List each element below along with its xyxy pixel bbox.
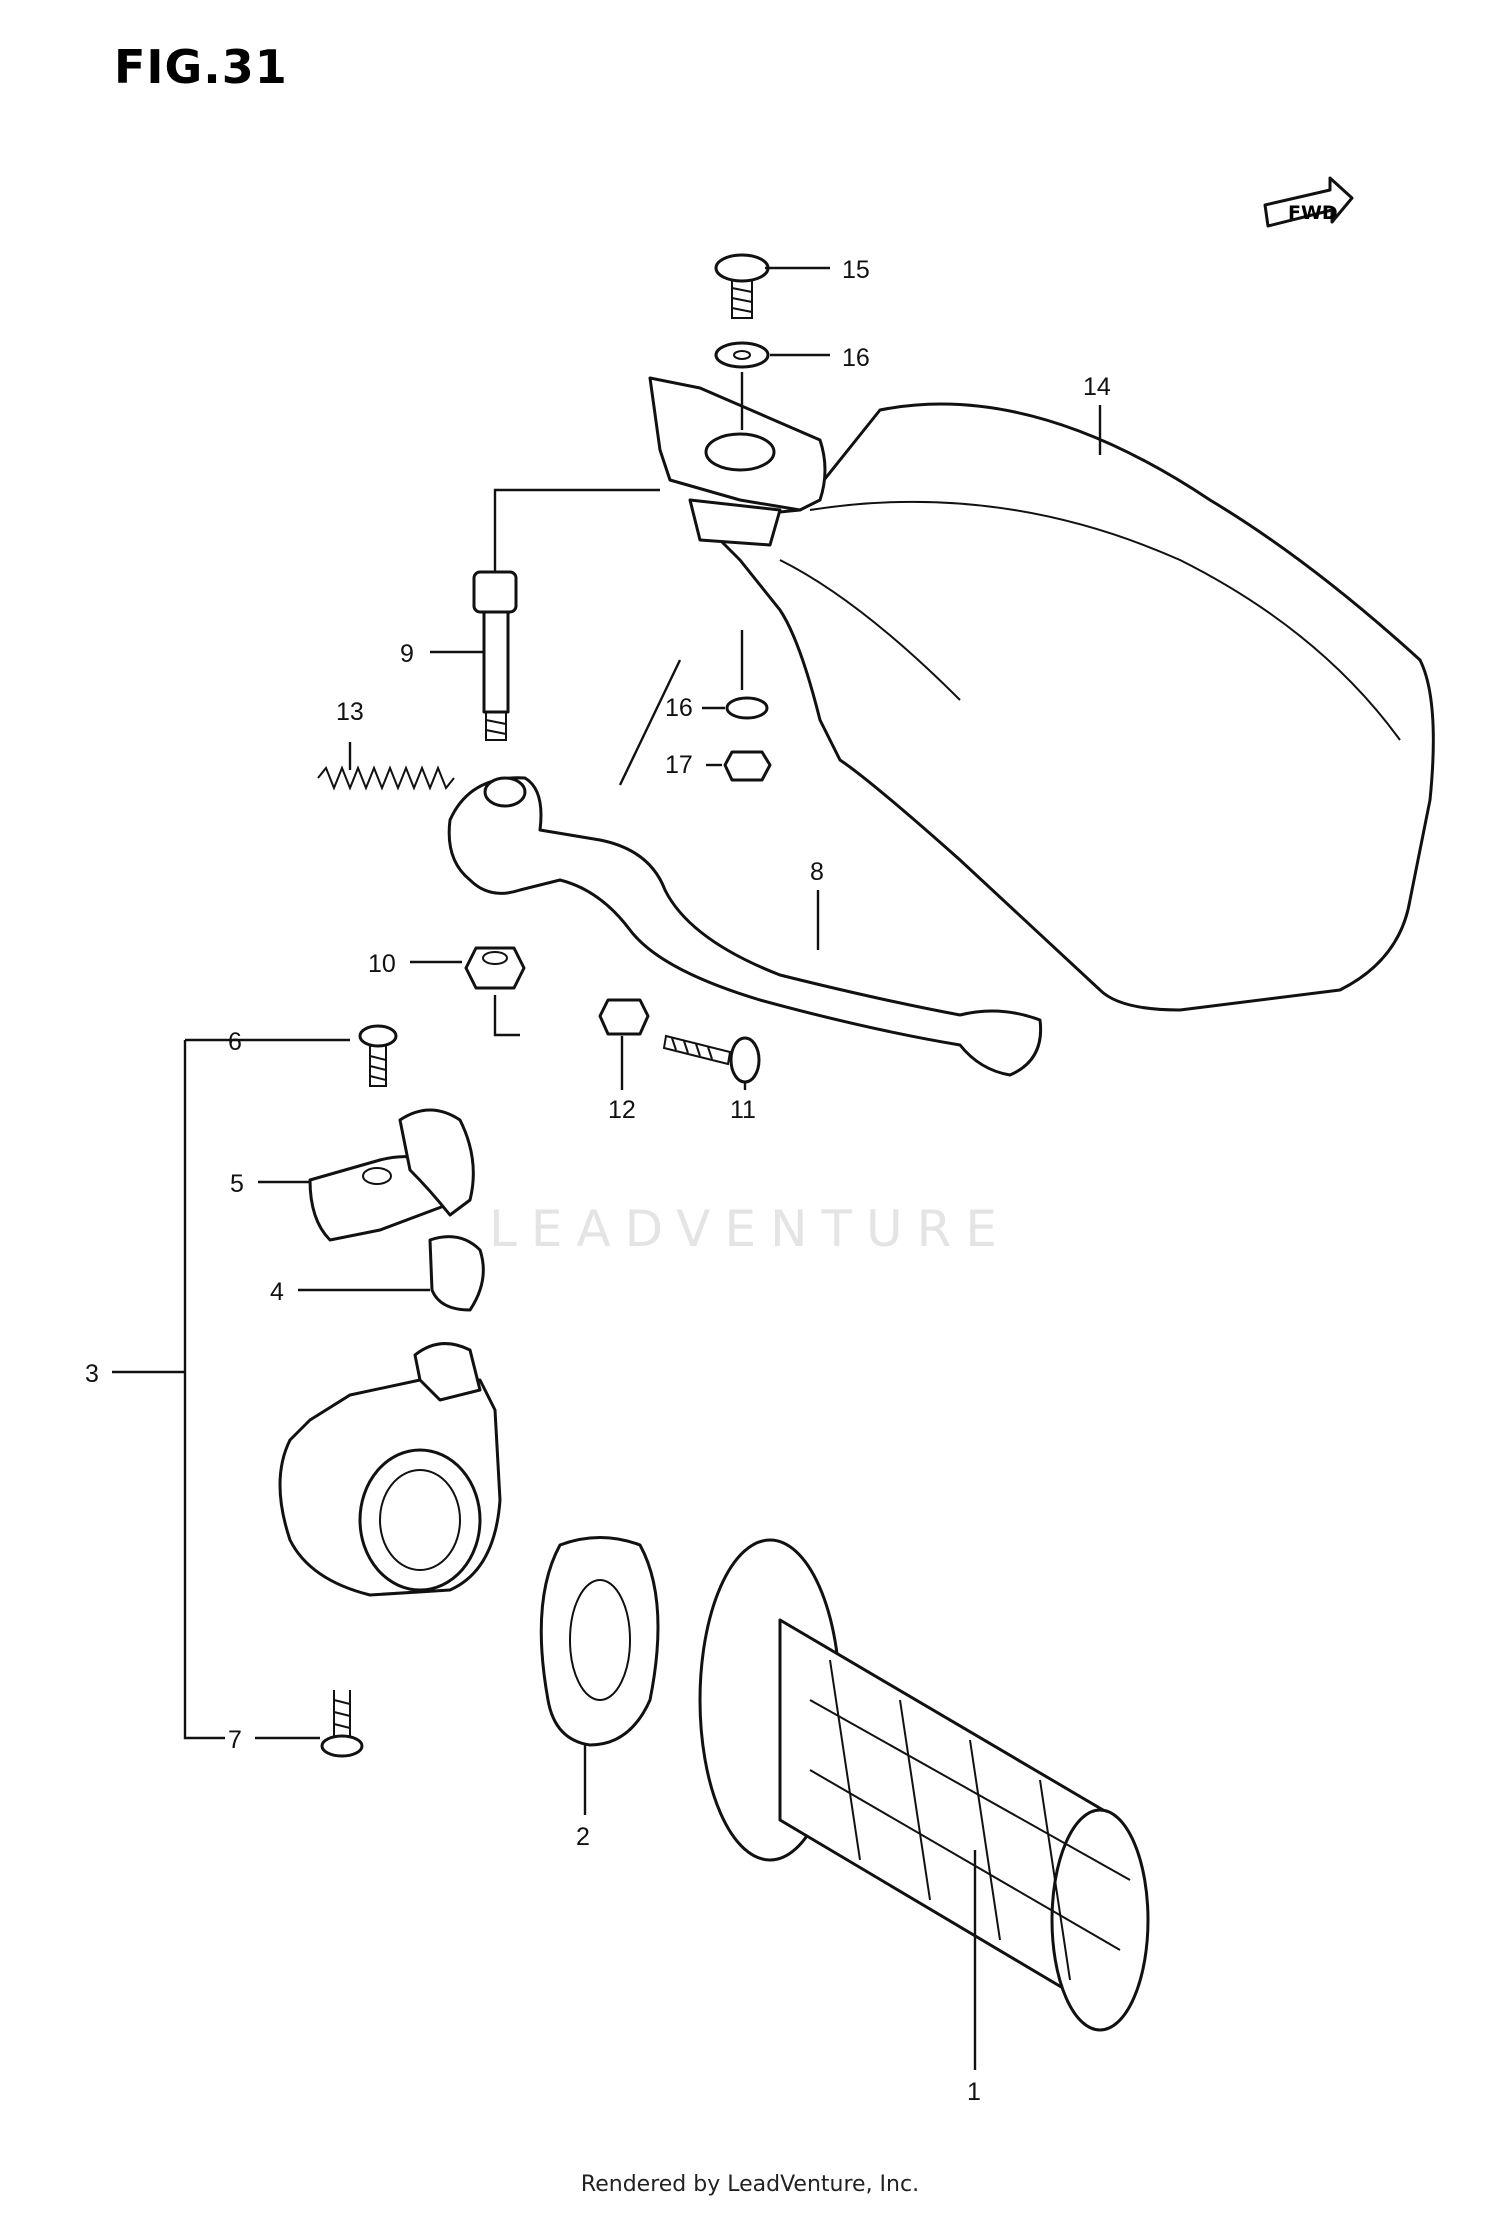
- nut-17-part: [723, 750, 772, 782]
- watermark-text: LEADVENTURE: [489, 1200, 1011, 1258]
- washer-16-top-part: [714, 341, 770, 369]
- mount-bracket-part: [648, 376, 827, 547]
- nut-10-part: [464, 946, 526, 990]
- callout-1: 1: [967, 2078, 981, 2106]
- callout-9: 9: [400, 640, 414, 668]
- callout-17: 17: [665, 751, 693, 779]
- callout-10: 10: [368, 950, 396, 978]
- forward-arrow-icon: FWD: [1263, 176, 1354, 228]
- washer-16-lower-part: [725, 696, 769, 720]
- callout-16-top: 16: [842, 344, 870, 372]
- callout-13: 13: [336, 698, 364, 726]
- callout-12: 12: [608, 1096, 636, 1124]
- callout-3: 3: [85, 1360, 99, 1388]
- callout-6: 6: [228, 1028, 242, 1056]
- grip-1-part: [698, 1538, 1150, 2032]
- clutch-lever-part: [447, 776, 1043, 1077]
- callout-4: 4: [270, 1278, 284, 1306]
- handguard-part: [698, 402, 1435, 1012]
- callout-7: 7: [228, 1726, 242, 1754]
- screw-6-part: [358, 1024, 398, 1087]
- clip-4-part: [428, 1235, 485, 1312]
- screw-15-part: [714, 253, 770, 319]
- leader-lines: [112, 266, 1102, 2070]
- callout-14: 14: [1083, 373, 1111, 401]
- callout-5: 5: [230, 1170, 244, 1198]
- forward-label: FWD: [1288, 202, 1338, 224]
- callout-16-lower: 16: [665, 694, 693, 722]
- switch-housing-part: [278, 1342, 502, 1597]
- callout-11: 11: [730, 1096, 756, 1124]
- callout-15: 15: [842, 256, 870, 284]
- plate-2-part: [539, 1536, 660, 1747]
- cover-5-part: [308, 1108, 475, 1242]
- pivot-bolt-part: [472, 570, 518, 741]
- nut-12-part: [598, 998, 650, 1036]
- screw-7-part: [320, 1690, 364, 1758]
- figure-title: FIG.31: [114, 40, 288, 94]
- spring-13-part: [317, 765, 455, 791]
- callout-8: 8: [810, 858, 824, 886]
- footer-credit: Rendered by LeadVenture, Inc.: [580, 2172, 920, 2197]
- callout-2: 2: [576, 1823, 590, 1851]
- adjuster-bolt-11-part: [662, 1034, 761, 1084]
